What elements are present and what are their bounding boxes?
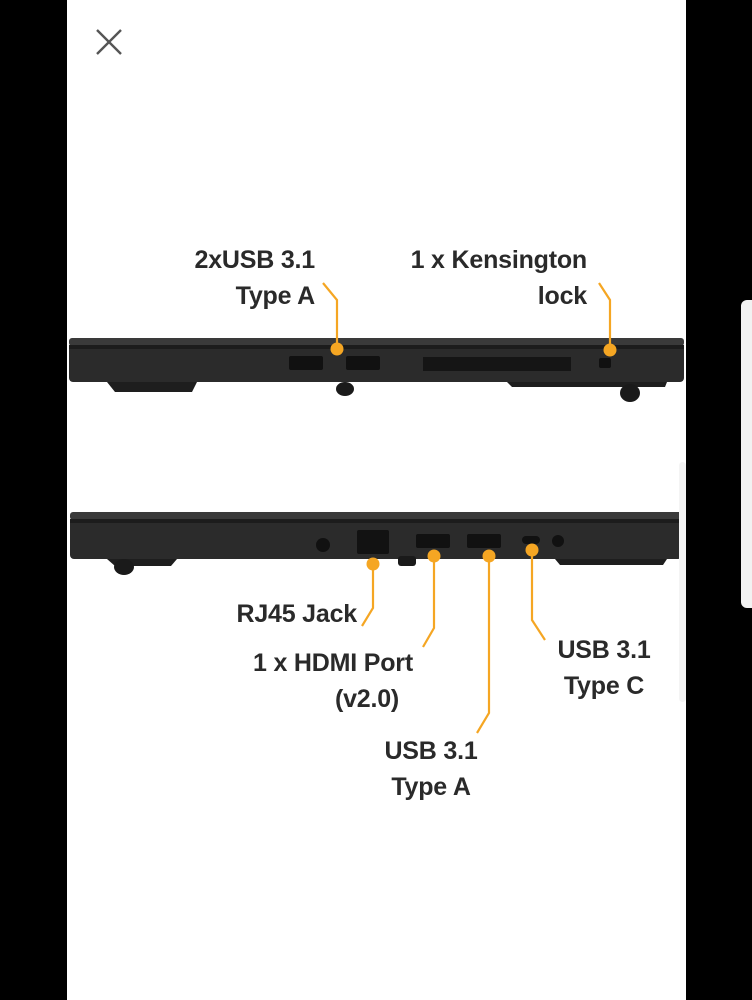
label-rj45: RJ45 Jack xyxy=(236,600,357,628)
laptop-right-side-view xyxy=(70,512,682,575)
scroll-indicator[interactable] xyxy=(679,462,686,702)
usb-a-port xyxy=(289,356,323,370)
image-viewer: 2xUSB 3.1 Type A 1 x Kensington lock RJ4… xyxy=(67,0,686,1000)
close-icon xyxy=(96,29,122,55)
label-usb-c: USB 3.1 Type C xyxy=(557,636,651,700)
hdmi-port xyxy=(416,534,450,548)
label-kensington-lock: 1 x Kensington lock xyxy=(410,246,588,310)
close-button[interactable] xyxy=(91,24,127,60)
laptop-left-side-view xyxy=(69,338,684,402)
usb-a-port xyxy=(467,534,501,548)
usb-a-port xyxy=(346,356,380,370)
label-usb-a-pair: 2xUSB 3.1 Type A xyxy=(194,246,316,310)
kensington-slot xyxy=(599,358,611,368)
edge-panel-handle[interactable] xyxy=(741,300,752,608)
label-hdmi: 1 x HDMI Port (v2.0) xyxy=(253,649,413,713)
callout-dots xyxy=(330,342,617,571)
audio-jack xyxy=(552,535,564,547)
rj45-port xyxy=(357,530,389,554)
label-usb-a: USB 3.1 Type A xyxy=(384,737,478,801)
vent-grille xyxy=(423,357,571,371)
laptop-ports-illustration xyxy=(69,282,684,734)
callout-lines xyxy=(322,282,612,734)
usb-c-port xyxy=(522,536,540,544)
